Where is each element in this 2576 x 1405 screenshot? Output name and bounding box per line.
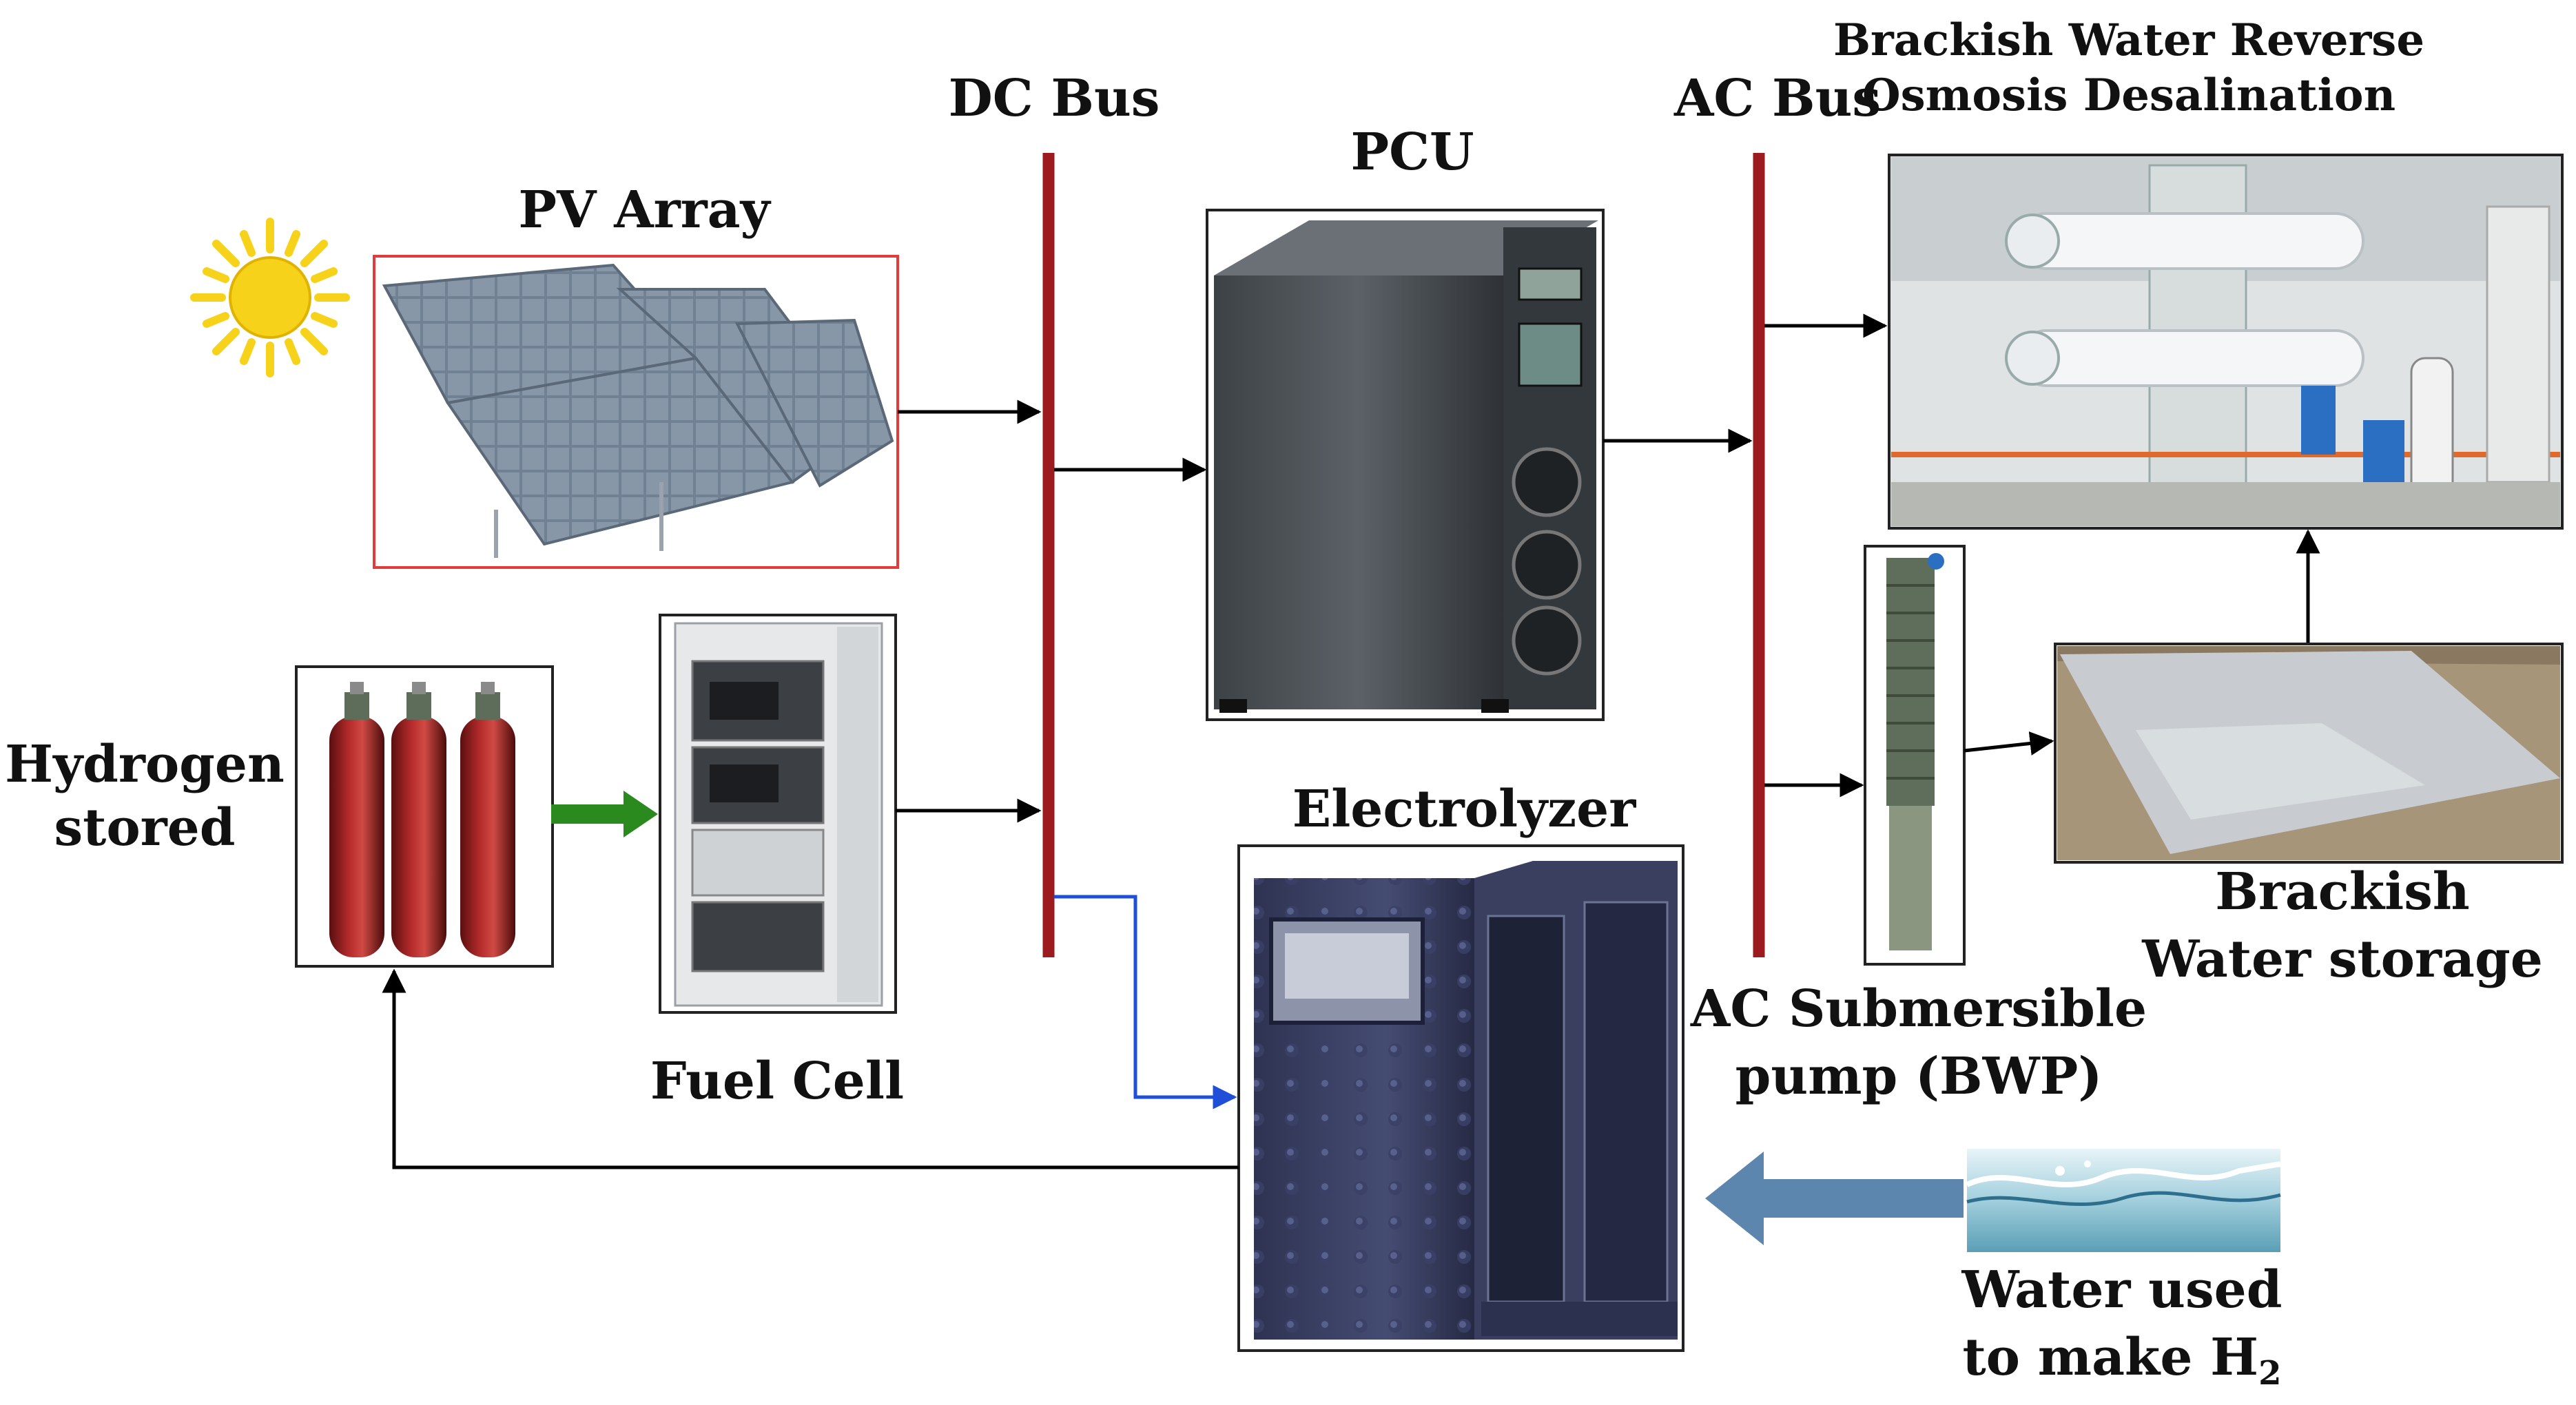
water-label-subscript: 2 [2258,1354,2281,1393]
ro-plant-icon [1891,157,2560,526]
electrolyzer-unit [1237,844,1684,1352]
arrow-electrolyzer-to-hydrogen [382,968,1239,1169]
solar-panel-icon [382,263,894,558]
fuel-cell-label: Fuel Cell [650,1052,904,1111]
dc-bus-label: DC Bus [949,69,1160,128]
submersible-pump [1864,545,1966,966]
hydrogen-storage [295,665,554,968]
arrow-pump-to-storage [1964,731,2054,756]
pv-array [373,255,899,569]
gas-cylinder-icon [329,682,515,957]
ro-label-line2: Osmosis Desalination [1862,70,2395,121]
ro-label-line1: Brackish Water Reverse [1833,14,2424,66]
pcu-label: PCU [1350,123,1474,182]
server-rack-icon [674,622,883,1007]
brackish-water-storage [2054,643,2564,864]
inverter-cabinet-icon [1214,220,1598,713]
electrolyzer-icon [1254,861,1678,1340]
electrolyzer-label: Electrolyzer [1292,780,1636,839]
storage-pond-icon [2057,646,2560,860]
pump-label-line1: AC Submersible [1690,979,2147,1039]
arrow-dc-bus-to-electrolyzer [1054,895,1237,1110]
pump-label-line2: pump (BWP) [1735,1047,2103,1106]
hydrogen-label-line1: Hydrogen [5,735,285,794]
storage-label-line2: Water storage [2141,930,2543,989]
water-source [1966,1149,2281,1252]
water-label-line2: to make H2 [1963,1328,2282,1393]
sun-icon [190,218,350,377]
storage-label-line1: Brackish [2215,862,2469,922]
pv-array-label: PV Array [518,180,771,240]
pcu-unit [1206,209,1605,721]
ro-desalination-plant [1888,154,2564,530]
fuel-cell [659,614,897,1014]
submersible-pump-icon [1886,553,1944,950]
arrow-water-to-electrolyzer [1705,1152,1964,1245]
water-wave-icon [1966,1149,2281,1252]
ac-bus-label: AC Bus [1673,69,1881,128]
hydrogen-label-line2: stored [54,798,235,857]
arrow-hydrogen-to-fuel-cell [551,791,658,837]
water-label-line1: Water used [1961,1260,2283,1320]
water-label-main: to make H [1963,1328,2259,1387]
